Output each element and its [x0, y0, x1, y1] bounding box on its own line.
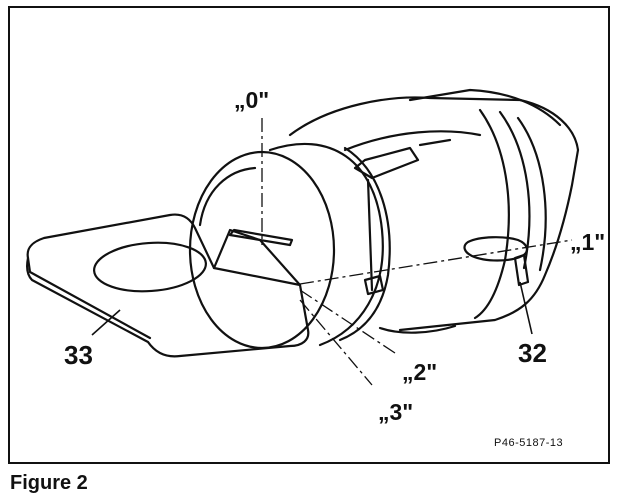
reference-code: P46-5187-13: [494, 437, 563, 449]
key: [25, 213, 310, 358]
position-2-label: „2": [402, 359, 437, 385]
lock-ring: [268, 142, 457, 347]
lock-part-label: 32: [518, 338, 547, 368]
key-label: 33: [64, 340, 93, 370]
axis-line: [299, 239, 573, 285]
figure-frame: [8, 6, 610, 464]
position-0-label: „0": [234, 87, 269, 113]
leader-32: [519, 281, 533, 335]
position-3-line: [299, 299, 373, 386]
position-2-line: [299, 289, 399, 356]
position-1-label: „1": [570, 229, 605, 255]
leader-33: [91, 309, 121, 336]
figure-caption: Figure 2: [10, 472, 88, 494]
position-3-label: „3": [378, 399, 413, 425]
lock-housing: [288, 88, 580, 332]
